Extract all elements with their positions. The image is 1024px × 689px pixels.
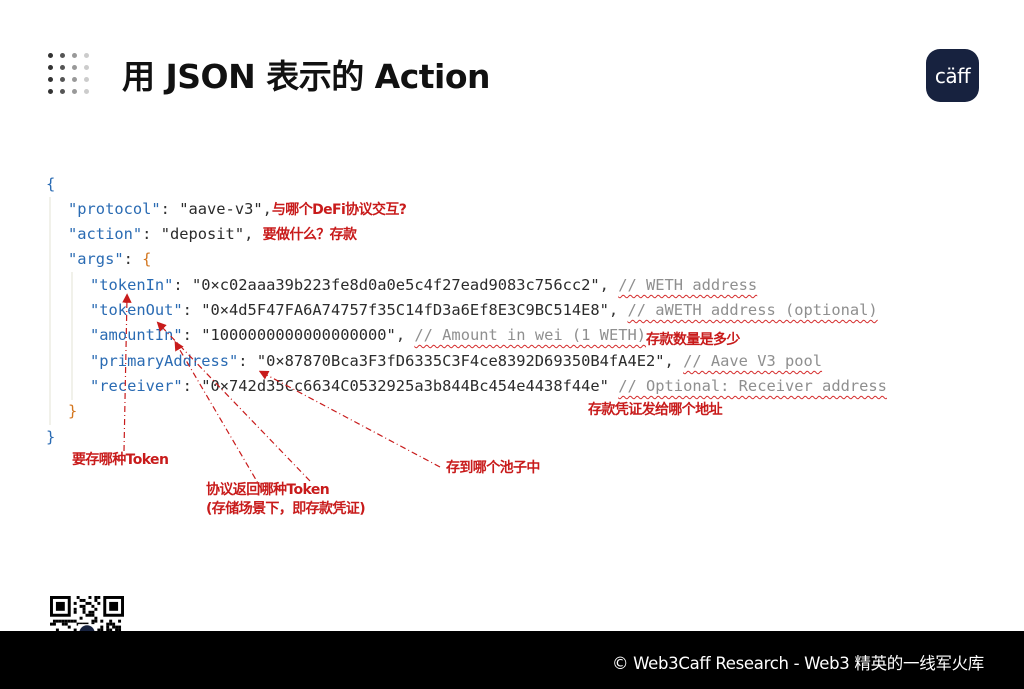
tokenIn-key: "tokenIn" (90, 276, 174, 294)
code-line-args: "args": { (68, 250, 152, 268)
code-line-tokenOut: "tokenOut": "0×4d5F47FA6A74757f35C14fD3a… (90, 301, 878, 319)
pool-annotation: 存到哪个池子中 (446, 460, 540, 476)
tokenIn-comment: // WETH address (618, 276, 758, 294)
primaryAddress-key: "primaryAddress" (90, 352, 239, 370)
tokenOut-value: "0×4d5F47FA6A74757f35C14fD3a6Ef8E3C9BC51… (201, 301, 609, 319)
open-brace: { (46, 175, 56, 193)
footer-bar: © Web3Caff Research - Web3 精英的一线军火库 (0, 631, 1024, 689)
primaryAddress-comment: // Aave V3 pool (683, 352, 823, 370)
tokenOut-annotation-line1: 协议返回哪种Token (206, 482, 330, 498)
action-note: 要做什么？存款 (262, 227, 357, 243)
amountIn-comment: // Amount in wei (1 WETH) (414, 326, 647, 344)
amountIn-value: "1000000000000000000" (201, 326, 396, 344)
primaryAddress-value: "0×87870Bca3F3fD6335C3F4ce8392D69350B4fA… (256, 352, 665, 370)
tokenIn-annotation: 要存哪种Token (72, 452, 169, 468)
action-value: "deposit" (160, 225, 245, 243)
action-key: "action" (68, 225, 143, 243)
tokenOut-comment: // aWETH address (optional) (627, 301, 878, 319)
code-line-close: } (46, 425, 55, 450)
indent-guide (71, 272, 73, 400)
close-brace: } (46, 428, 56, 446)
code-line-receiver: "receiver": "0×742d35Cc6634C0532925a3b84… (90, 377, 887, 395)
args-close-brace: } (68, 402, 78, 420)
args-open-brace: { (142, 250, 152, 268)
amountIn-key: "amountIn" (90, 326, 183, 344)
receiver-value: "0×742d35Cc6634C0532925a3b844Bc454e4438f… (201, 377, 609, 395)
code-line-open: { (46, 172, 55, 197)
tokenOut-annotation-line2: (存储场景下，即存款凭证) (206, 501, 366, 517)
receiver-annotation: 存款凭证发给哪个地址 (588, 402, 723, 418)
code-line-primaryAddress: "primaryAddress": "0×87870Bca3F3fD6335C3… (90, 352, 823, 370)
footer-copyright: © Web3Caff Research - Web3 精英的一线军火库 (611, 654, 984, 673)
code-line-action: "action": "deposit", 要做什么？存款 (68, 225, 357, 243)
code-line-args-close: } (68, 399, 77, 424)
amountIn-note: 存款数量是多少 (646, 332, 740, 348)
receiver-key: "receiver" (90, 377, 183, 395)
receiver-comment: // Optional: Receiver address (618, 377, 887, 395)
protocol-value: "aave-v3" (179, 200, 263, 218)
code-line-tokenIn: "tokenIn": "0×c02aaa39b223fe8d0a0e5c4f27… (90, 276, 758, 294)
tokenIn-value: "0×c02aaa39b223fe8d0a0e5c4f27ead9083c756… (191, 276, 600, 294)
args-key: "args" (68, 250, 124, 268)
decorative-dots-icon (48, 53, 94, 99)
page-title: 用 JSON 表示的 Action (122, 57, 491, 96)
protocol-key: "protocol" (68, 200, 161, 218)
protocol-note: 与哪个DeFi协议交互? (271, 202, 407, 218)
caff-logo: cäff (926, 49, 979, 102)
indent-guide (49, 197, 51, 425)
code-line-protocol: "protocol": "aave-v3",与哪个DeFi协议交互? (68, 200, 407, 218)
tokenOut-key: "tokenOut" (90, 301, 183, 319)
code-line-amountIn: "amountIn": "1000000000000000000", // Am… (90, 326, 740, 348)
